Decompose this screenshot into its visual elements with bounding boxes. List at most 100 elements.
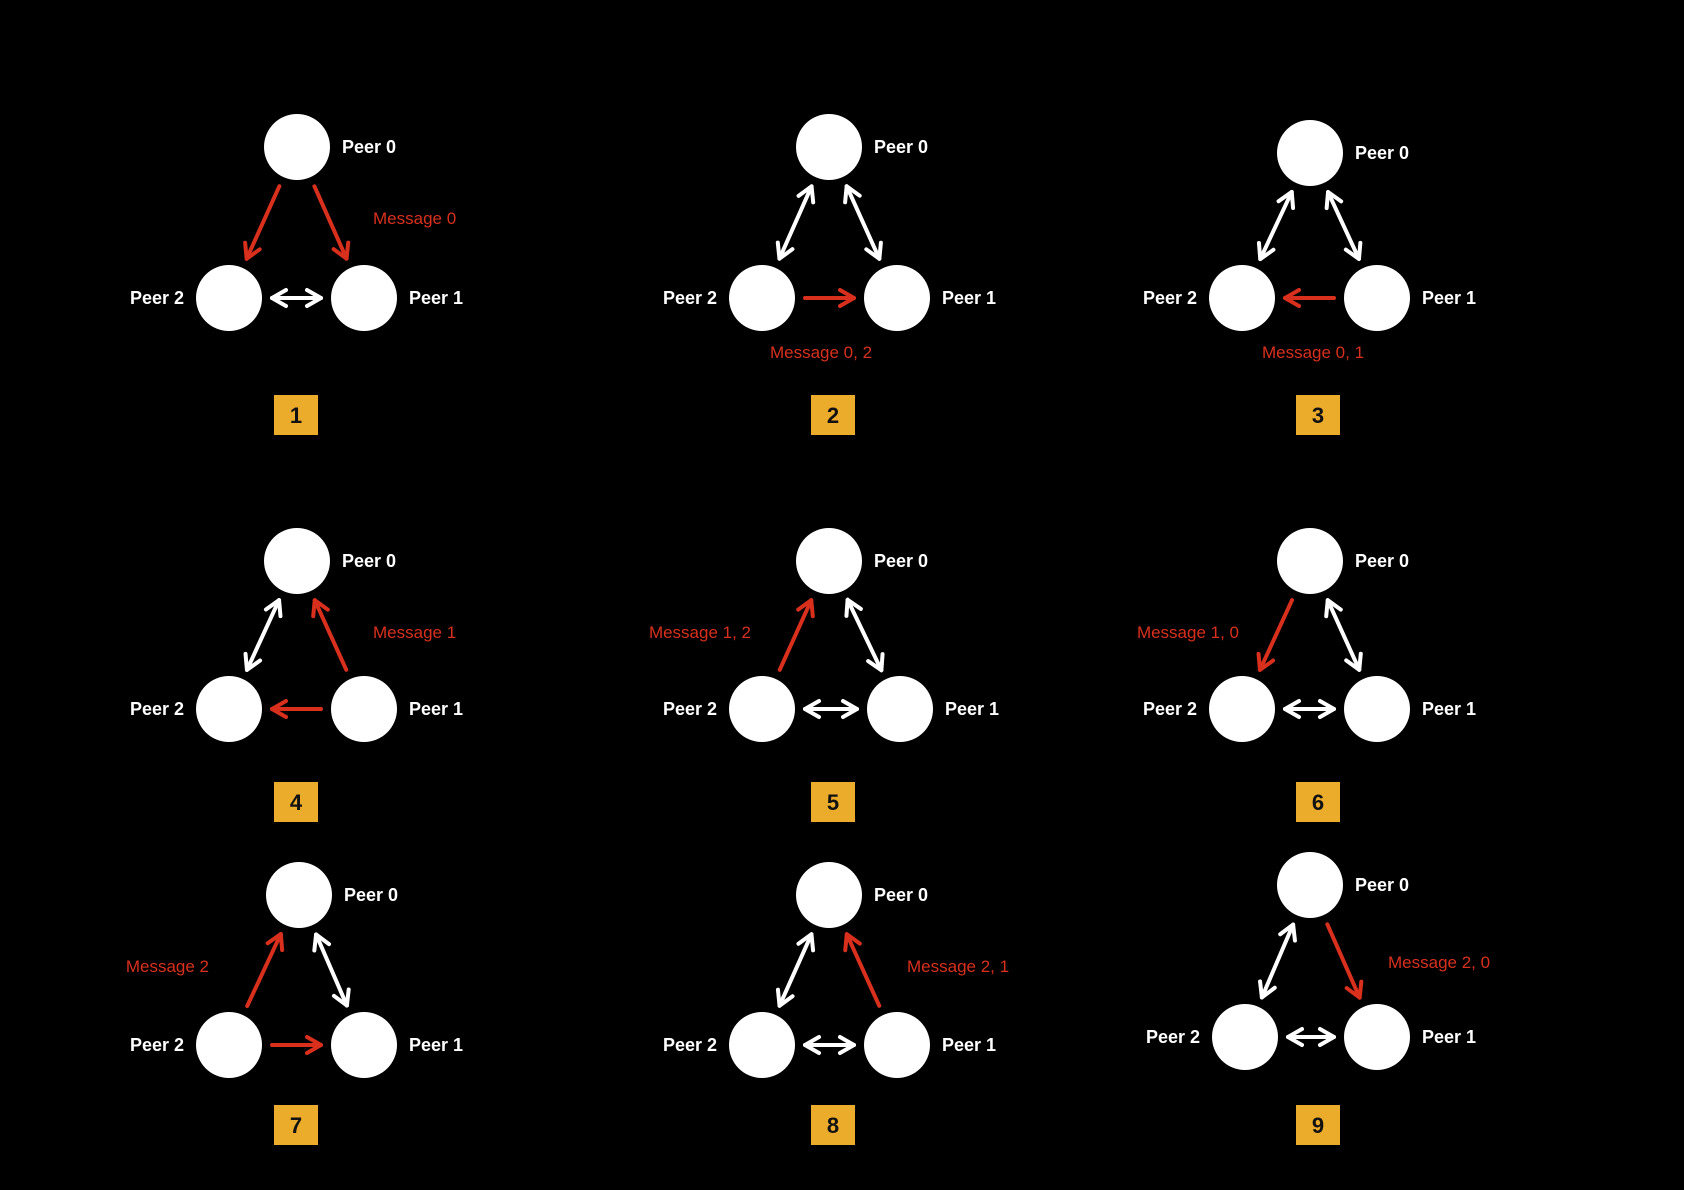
peer-2-label: Peer 2 [663, 288, 717, 308]
message-arrow-2-to-0-line [245, 931, 283, 1009]
message-arrow-1-to-0-head [311, 598, 330, 619]
peer-2-label: Peer 2 [1143, 699, 1197, 719]
peer-1-label: Peer 1 [409, 288, 463, 308]
step-number: 5 [827, 790, 839, 815]
message-label: Message 2 [126, 957, 209, 976]
peer-0-node [796, 862, 862, 928]
peer-0-label: Peer 0 [874, 885, 928, 905]
link-arrow-0-2-head [775, 987, 795, 1008]
link-arrow-1-2 [270, 288, 323, 308]
peer-0-label: Peer 0 [1355, 143, 1409, 163]
peer-1-node [331, 1012, 397, 1078]
step-number-badge [1296, 1105, 1340, 1145]
link-arrow-1-2-tail [1318, 1027, 1336, 1047]
link-arrow-0-1-line [1326, 190, 1361, 261]
peer-1-label: Peer 1 [945, 699, 999, 719]
message-arrow-0-to-2-head [1256, 651, 1276, 672]
peer-2-node [1212, 1004, 1278, 1070]
peer-2-label: Peer 2 [130, 1035, 184, 1055]
message-arrow-0-to-2-line [1257, 598, 1295, 672]
link-arrow-0-1-line [314, 932, 349, 1008]
link-arrow-0-2 [775, 184, 816, 261]
peer-2-node [729, 265, 795, 331]
link-arrow-1-2-tail [1318, 699, 1336, 719]
link-arrow-0-2 [1256, 189, 1296, 262]
link-arrow-0-1-tail [844, 597, 863, 618]
message-arrow-0-to-1-line [312, 184, 349, 261]
peer-0-label: Peer 0 [1355, 875, 1409, 895]
peer-2-node [196, 676, 262, 742]
link-arrow-0-2-tail [796, 184, 816, 205]
link-arrow-0-1-tail [843, 184, 862, 205]
peer-2-node [729, 1012, 795, 1078]
link-arrow-0-1-head [1344, 651, 1363, 672]
peer-0-label: Peer 0 [1355, 551, 1409, 571]
message-arrow-1-to-2 [1283, 288, 1336, 308]
step-number: 1 [290, 403, 302, 428]
message-label: Message 2, 1 [907, 957, 1009, 976]
peer-1-node [1344, 265, 1410, 331]
link-arrow-0-2-line [1258, 189, 1294, 262]
peer-1-label: Peer 1 [942, 1035, 996, 1055]
message-label: Message 0, 1 [1262, 343, 1364, 362]
peer-0-node [1277, 528, 1343, 594]
message-arrow-1-to-0 [311, 598, 349, 672]
message-arrow-1-to-0-line [844, 932, 882, 1008]
peer-1-node [864, 265, 930, 331]
message-arrow-2-to-1-head [305, 1035, 323, 1055]
message-arrow-0-to-1 [1325, 922, 1364, 1000]
message-arrow-1-to-0-head [843, 932, 862, 953]
step-number-badge [274, 782, 318, 822]
link-arrow-1-2-head [1283, 699, 1301, 719]
message-arrow-0-to-1 [312, 184, 351, 261]
step-number: 3 [1312, 403, 1324, 428]
step-number: 4 [290, 790, 303, 815]
peer-0-label: Peer 0 [342, 137, 396, 157]
link-arrow-0-2-tail [796, 932, 816, 953]
message-label: Message 0 [373, 209, 456, 228]
link-arrow-1-2-head [1286, 1027, 1304, 1047]
peer-1-label: Peer 1 [942, 288, 996, 308]
message-label: Message 1 [373, 623, 456, 642]
message-arrow-2-to-0-head [265, 931, 285, 953]
peer-2-label: Peer 2 [663, 699, 717, 719]
peer-1-node [867, 676, 933, 742]
message-arrow-1-to-0-line [312, 598, 349, 672]
message-label: Message 2, 0 [1388, 953, 1490, 972]
step-number-badge [811, 782, 855, 822]
peer-0-node [796, 528, 862, 594]
step-number: 2 [827, 403, 839, 428]
step-number-badge [1296, 395, 1340, 435]
message-arrow-2-to-0-head [796, 598, 815, 619]
link-arrow-1-2-tail [838, 1035, 856, 1055]
step-number: 9 [1312, 1113, 1324, 1138]
peer-2-label: Peer 2 [1146, 1027, 1200, 1047]
link-arrow-0-1-tail [312, 932, 332, 953]
peer-0-node [266, 862, 332, 928]
link-arrow-0-1-line [1325, 598, 1362, 672]
peer-1-label: Peer 1 [409, 699, 463, 719]
peer-2-node [1209, 265, 1275, 331]
link-arrow-0-1-tail [1324, 598, 1343, 619]
peer-1-node [864, 1012, 930, 1078]
message-label: Message 1, 0 [1137, 623, 1239, 642]
message-arrow-2-to-1-head [838, 288, 856, 308]
peer-2-label: Peer 2 [130, 699, 184, 719]
message-arrow-2-to-0 [777, 598, 815, 672]
link-arrow-0-1-tail [1324, 190, 1344, 211]
step-number-badge [274, 395, 318, 435]
message-arrow-0-to-2-line [244, 184, 282, 261]
link-arrow-0-2-head [1258, 979, 1277, 1000]
peer-0-node [796, 114, 862, 180]
peer-2-node [1209, 676, 1275, 742]
peer-2-node [196, 265, 262, 331]
step-number: 6 [1312, 790, 1324, 815]
